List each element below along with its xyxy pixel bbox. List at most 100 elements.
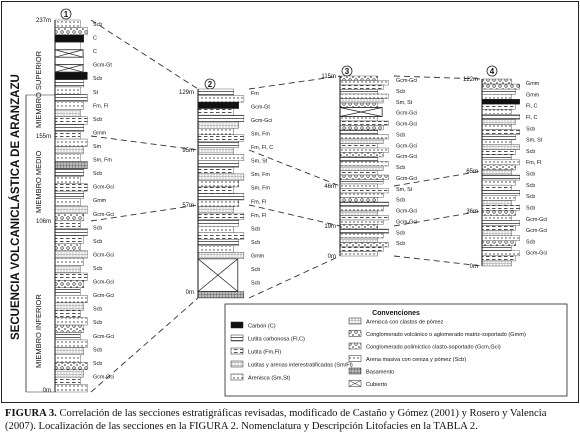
strata-layer [339,125,384,131]
strata-layer [339,201,389,207]
strata-layer [481,195,516,201]
strata-layer [481,124,512,130]
strata-layer [197,212,245,220]
facies-label: Fm, Fl [251,199,266,205]
facies-label: Gcm-Gci [396,154,417,160]
strata-layer [54,138,88,147]
strata-layer [481,200,512,206]
strata-layer [339,147,389,153]
strata-layer [481,215,512,221]
depth-label: 95m [182,148,194,154]
strata-layer [481,220,520,226]
strata-layer [197,108,234,116]
strata-layer [481,144,520,150]
facies-label: Scb [93,347,102,353]
depth-label: 0m [470,264,478,270]
strata-layer [481,78,512,85]
strata-layer [481,149,516,155]
facies-label: Gcm-Gci [93,252,114,258]
strata-layer [339,183,378,189]
strata-layer [481,230,512,236]
strata-layer [481,190,520,196]
strata-layer [54,354,81,363]
facies-label: Scb [396,89,405,95]
legend-swatch [348,355,362,362]
depth-label: 0m [43,388,51,394]
strata-layer [197,101,239,109]
strata-layer [481,169,512,176]
facies-label: Gcm-Gci [93,212,114,218]
member-superior-label: MIEMBRO SUPERIOR [34,50,43,128]
legend-title: Convenciones [372,310,420,317]
strata-layer [197,167,234,175]
depth-label: 46m [324,184,336,190]
strata-layer [54,347,84,355]
legend-item-label: Cubierto [366,382,387,388]
section-number: 4 [490,67,495,76]
strata-layer [481,139,512,145]
figure-frame [1,1,579,403]
facies-label: Gmm [93,130,107,136]
facies-label: Gcm-Gt [93,63,112,69]
strata-layer [54,205,88,214]
strata-layer [481,119,516,125]
depth-label: 122m [463,77,478,83]
strata-layer [54,339,88,348]
facies-label: Gcm-Gci [526,251,547,257]
strata-layer [339,224,378,230]
strata-layer [197,291,245,299]
strata-layer [481,260,512,267]
strata-layer [197,186,234,194]
facies-label: C [93,49,97,55]
strata-layer [339,156,378,162]
depth-label: 129m [179,90,194,96]
section-number: 1 [64,10,69,19]
strata-layer [54,19,81,28]
strata-layer [481,99,520,105]
facies-label: Gcm-Gci [526,228,547,234]
facies-label: Scb [251,240,260,246]
strata-layer [339,80,389,86]
legend-swatch [230,334,244,342]
facies-label: Scb [526,239,535,245]
facies-label: Gcm-Gci [396,143,417,149]
strata-layer [339,134,389,140]
strata-layer [339,233,384,239]
legend-swatch [348,317,362,325]
strata-layer [481,174,520,181]
strata-layer [481,114,520,120]
strata-layer [339,170,378,176]
strata-layer [54,243,81,251]
section-number-marker [486,65,498,77]
strata-layer [54,57,84,65]
facies-label: Scb [93,225,102,231]
strata-layer [197,219,239,227]
stratigraphic-correlation-figure: SECUENCIA VOLCANICLÁSTICA DE ARANZAZU MI… [1,1,579,403]
facies-label: Gcm-Gci [93,185,114,191]
strata-layer [197,225,234,233]
facies-label: C [93,36,97,42]
strata-layer [54,94,88,103]
depth-label: 0m [328,254,336,260]
strata-layer [339,174,389,180]
strata-layer [339,246,384,252]
facies-label: Scb [526,205,535,211]
strata-layer [481,154,512,161]
legend-swatch [348,367,362,375]
facies-label: Scb [93,239,102,245]
legend-swatch [348,342,362,350]
strata-layer [54,332,81,341]
strata-layer [481,129,520,135]
facies-label: Scb [396,241,405,247]
strata-layer [54,287,81,296]
legend-swatch [230,347,244,355]
strata-layer [54,168,84,177]
strata-layer [54,265,81,274]
strata-layer [197,252,245,259]
strata-layer [339,129,378,135]
facies-label: Scb [526,183,535,189]
strata-layer [481,235,520,241]
strata-layer [197,147,234,155]
